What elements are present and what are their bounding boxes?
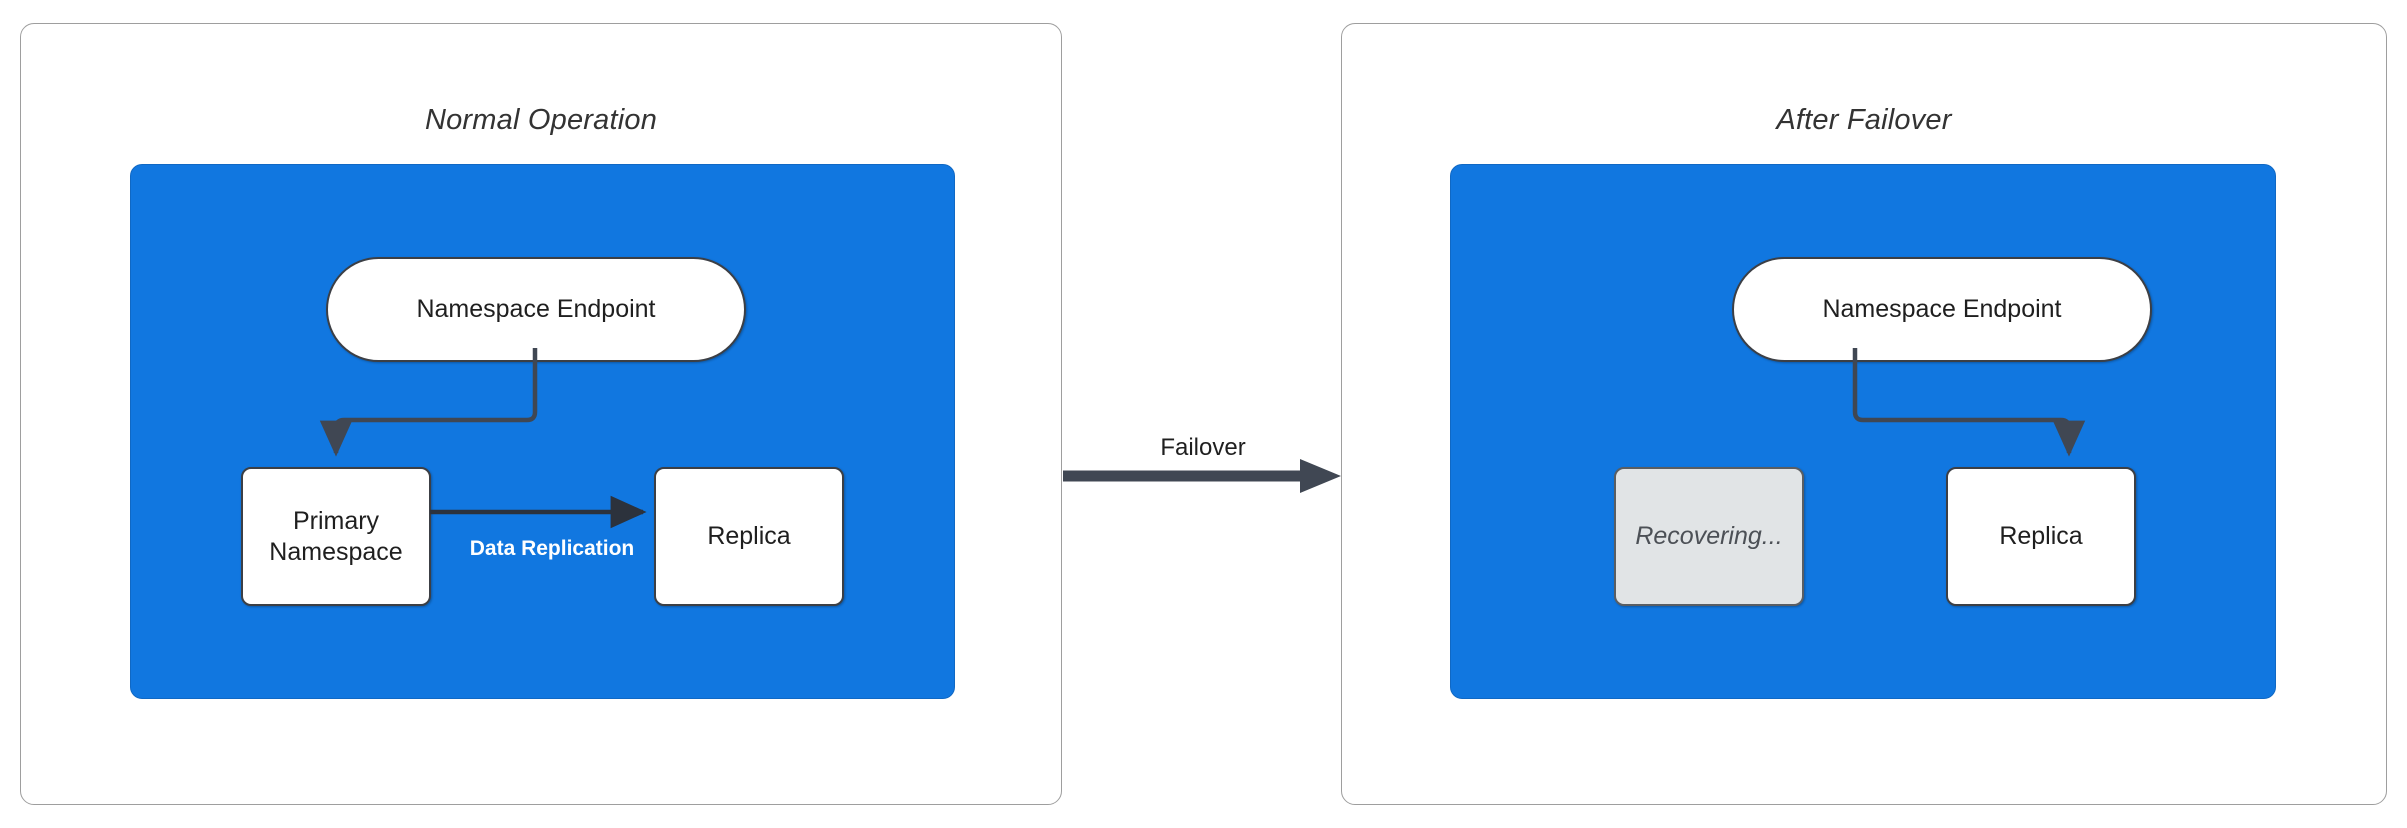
node-replica-right[interactable]: Replica xyxy=(1946,467,2136,606)
region-after-failover xyxy=(1450,164,2276,699)
node-namespace-endpoint-left[interactable]: Namespace Endpoint xyxy=(326,257,746,362)
node-primary-namespace-label: Primary Namespace xyxy=(269,506,402,567)
primary-line-1: Primary xyxy=(292,507,380,535)
panel-after-failover: After Failover Namespace Endpoint Recove… xyxy=(1341,23,2387,805)
node-primary-namespace[interactable]: Primary Namespace xyxy=(241,467,431,606)
edge-label-data-replication: Data Replication xyxy=(469,537,635,560)
node-namespace-endpoint-right[interactable]: Namespace Endpoint xyxy=(1732,257,2152,362)
node-recovering[interactable]: Recovering... xyxy=(1614,467,1804,606)
region-normal-operation xyxy=(130,164,955,699)
transition-arrow-failover xyxy=(1063,459,1341,493)
panel-normal-operation: Normal Operation Namespace Endpoint Prim… xyxy=(20,23,1062,805)
panel-title-after-failover: After Failover xyxy=(1776,104,1952,136)
panel-title-normal-operation: Normal Operation xyxy=(424,104,658,136)
node-replica-left[interactable]: Replica xyxy=(654,467,844,606)
transition-label-failover: Failover xyxy=(1160,434,1246,461)
primary-line-2: Namespace xyxy=(269,537,403,566)
